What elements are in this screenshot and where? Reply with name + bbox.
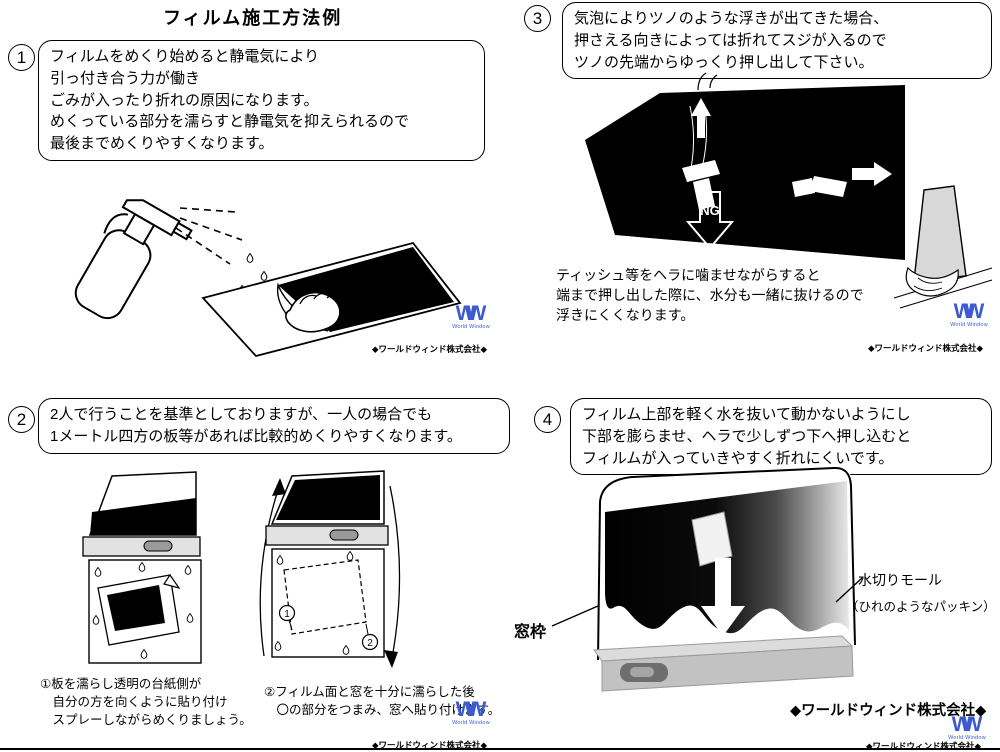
- step3-number: 3: [524, 5, 551, 32]
- ww-logo-sub: World Window: [452, 324, 490, 330]
- door-window: [270, 470, 385, 525]
- ww-logo-sub: World Window: [948, 735, 986, 741]
- step4-illustration: [551, 466, 863, 692]
- down-arrow-icon: [701, 558, 745, 636]
- ww-logo: WW World Window: [448, 303, 494, 330]
- step3-note: 気泡によりツノのような浮きが出てきた場合、 押さえる向きによっては折れてスジが入…: [562, 2, 992, 80]
- drip-molding-sublabel: （ひれのようなパッキン）: [846, 600, 996, 614]
- step1-illustration: [74, 199, 462, 358]
- squeegee-up-icon: [682, 98, 720, 210]
- spray-bottle-icon: [74, 199, 193, 320]
- step2-illustration-left: [82, 471, 202, 664]
- door-beltline: [265, 525, 389, 546]
- corner-marker-1: 1: [278, 604, 296, 631]
- door-beltline: [82, 536, 201, 557]
- svg-text:1: 1: [284, 609, 290, 620]
- horizontal-rule: [0, 748, 1000, 750]
- squeegee-tissue-icon: [893, 185, 993, 309]
- step1-number: 1: [8, 44, 35, 71]
- step4-number: 4: [534, 406, 561, 433]
- company-name-large: ◆ワールドウィンド株式会社◆: [790, 703, 987, 719]
- squeegee-right-icon: [792, 162, 892, 197]
- flip-arrows: [259, 478, 401, 668]
- tinted-window: [585, 72, 905, 260]
- door-window: [88, 471, 197, 536]
- step3-illustration: NG: [585, 72, 993, 309]
- step1-note: フィルムをめくり始めると静電気により 引っ付き合う力が働き ごみが入ったり折れの…: [38, 40, 485, 161]
- hand-icon: [285, 291, 341, 333]
- ww-logo: WW World Window: [448, 699, 494, 726]
- spray-mist: [175, 207, 243, 265]
- svg-text:2: 2: [367, 638, 373, 649]
- company-name-small: ◆ワールドウィンド株式会社◆: [372, 344, 488, 354]
- company-name-small: ◆ワールドウィンド株式会社◆: [868, 343, 984, 353]
- step2-note: 2人で行うことを基準としておりますが、一人の場合でも 1メートル四方の板等があれ…: [38, 398, 510, 454]
- door-sill: [593, 635, 854, 692]
- step2-caption-2: ②フィルム面と窓を十分に濡らした後 〇の部分をつまみ、窓へ貼り付けます。: [264, 685, 501, 717]
- step3-caption: ティッシュ等をヘラに噛ませながらすると 端まで押し出した際に、水分も一緒に抜ける…: [556, 267, 864, 323]
- company-name-small: ◆ワールドウィンド株式会社◆: [866, 741, 982, 751]
- ww-logo: WW World Window: [946, 301, 992, 328]
- ng-label: NG: [700, 203, 720, 218]
- drip-molding-label: 水切りモール: [858, 572, 942, 588]
- corner-marker-2: 2: [361, 623, 379, 651]
- squeegee-icon: [691, 511, 733, 567]
- ww-logo-sub: World Window: [950, 322, 988, 328]
- step2-illustration-right: 1 2: [259, 470, 401, 668]
- film-on-backing: [97, 573, 181, 646]
- window-frame-label: 窓枠: [514, 624, 547, 641]
- company-name-small: ◆ワールドウィンド株式会社◆: [372, 740, 488, 750]
- ww-logo-sub: World Window: [452, 720, 490, 726]
- label-pointer-lines: [551, 577, 863, 627]
- step4-note: フィルム上部を軽く水を抜いて動かないようにし 下部を膨らませ、ヘラで少しずつ下へ…: [570, 398, 992, 476]
- ng-arrow-icon: NG: [685, 191, 735, 250]
- step2-number: 2: [8, 406, 35, 433]
- step2-caption-1: ①板を濡らし透明の台紙側が 自分の方を向くように貼り付け スプレーしながらめくり…: [40, 677, 252, 727]
- page-title: フィルム施工方法例: [163, 8, 343, 28]
- ww-logo: WW World Window: [944, 714, 990, 741]
